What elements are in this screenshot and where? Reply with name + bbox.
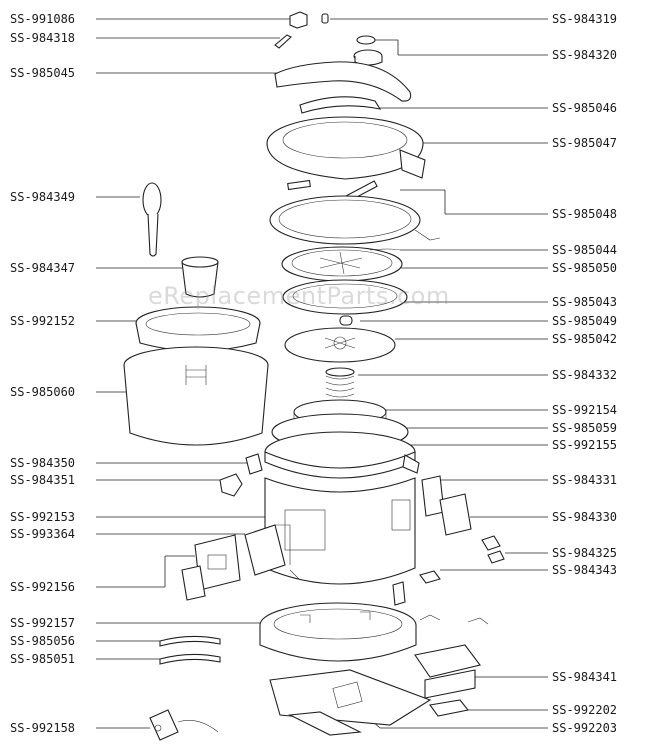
part-label: SS-992153 [10,510,76,524]
part-label: SS-985047 [552,136,618,150]
base-ring [259,602,417,662]
part-label: SS-984318 [10,31,76,45]
plates [281,246,408,363]
part-label: SS-984351 [10,473,76,487]
side-clips [219,453,263,497]
part-label: SS-992154 [552,403,618,417]
part-label: SS-984347 [10,261,76,275]
part-label: SS-992158 [10,721,76,735]
leader-lines [96,18,548,729]
heater-box [414,614,489,717]
part-label: SS-985044 [552,243,618,257]
part-label: SS-992202 [552,703,618,717]
control-panel [181,524,301,601]
part-label: SS-991086 [10,12,76,26]
part-label: SS-984350 [10,456,76,470]
part-label: SS-984341 [552,670,618,684]
part-label: SS-984349 [10,190,76,204]
part-label: SS-985043 [552,295,618,309]
part-label: SS-993364 [10,527,76,541]
cup-and-spoon [142,182,219,298]
part-label: SS-985048 [552,207,618,221]
part-label: SS-984331 [552,473,618,487]
valve-parts [274,11,383,66]
right-side-parts [392,475,505,606]
part-label: SS-985051 [10,652,76,666]
part-label: SS-985045 [10,66,76,80]
part-label: SS-992152 [10,314,76,328]
part-label: SS-985056 [10,634,76,648]
inner-pot [123,306,269,446]
part-label: SS-984319 [552,12,618,26]
lid-handles [274,61,412,114]
part-label: SS-992203 [552,721,618,735]
watermark: eReplacementParts.com [148,282,450,310]
main-body [264,477,416,585]
housing-rings [264,413,420,479]
part-label: SS-985046 [552,101,618,115]
lid-cover [266,116,426,180]
part-label: SS-992157 [10,616,76,630]
base-plate [269,669,432,736]
part-label: SS-984325 [552,546,618,560]
part-label: SS-984330 [552,510,618,524]
part-label: SS-992156 [10,580,76,594]
part-label: SS-984343 [552,563,618,577]
part-label: SS-984332 [552,368,618,382]
part-label: SS-984320 [552,48,618,62]
part-label: SS-985050 [552,261,618,275]
part-label: SS-985059 [552,421,618,435]
part-label: SS-992155 [552,438,618,452]
carry-handles [159,635,221,665]
power-cord [149,709,219,741]
part-label: SS-985060 [10,385,76,399]
part-label: SS-985042 [552,332,618,346]
inner-lid [269,179,441,245]
part-label: SS-985049 [552,314,618,328]
